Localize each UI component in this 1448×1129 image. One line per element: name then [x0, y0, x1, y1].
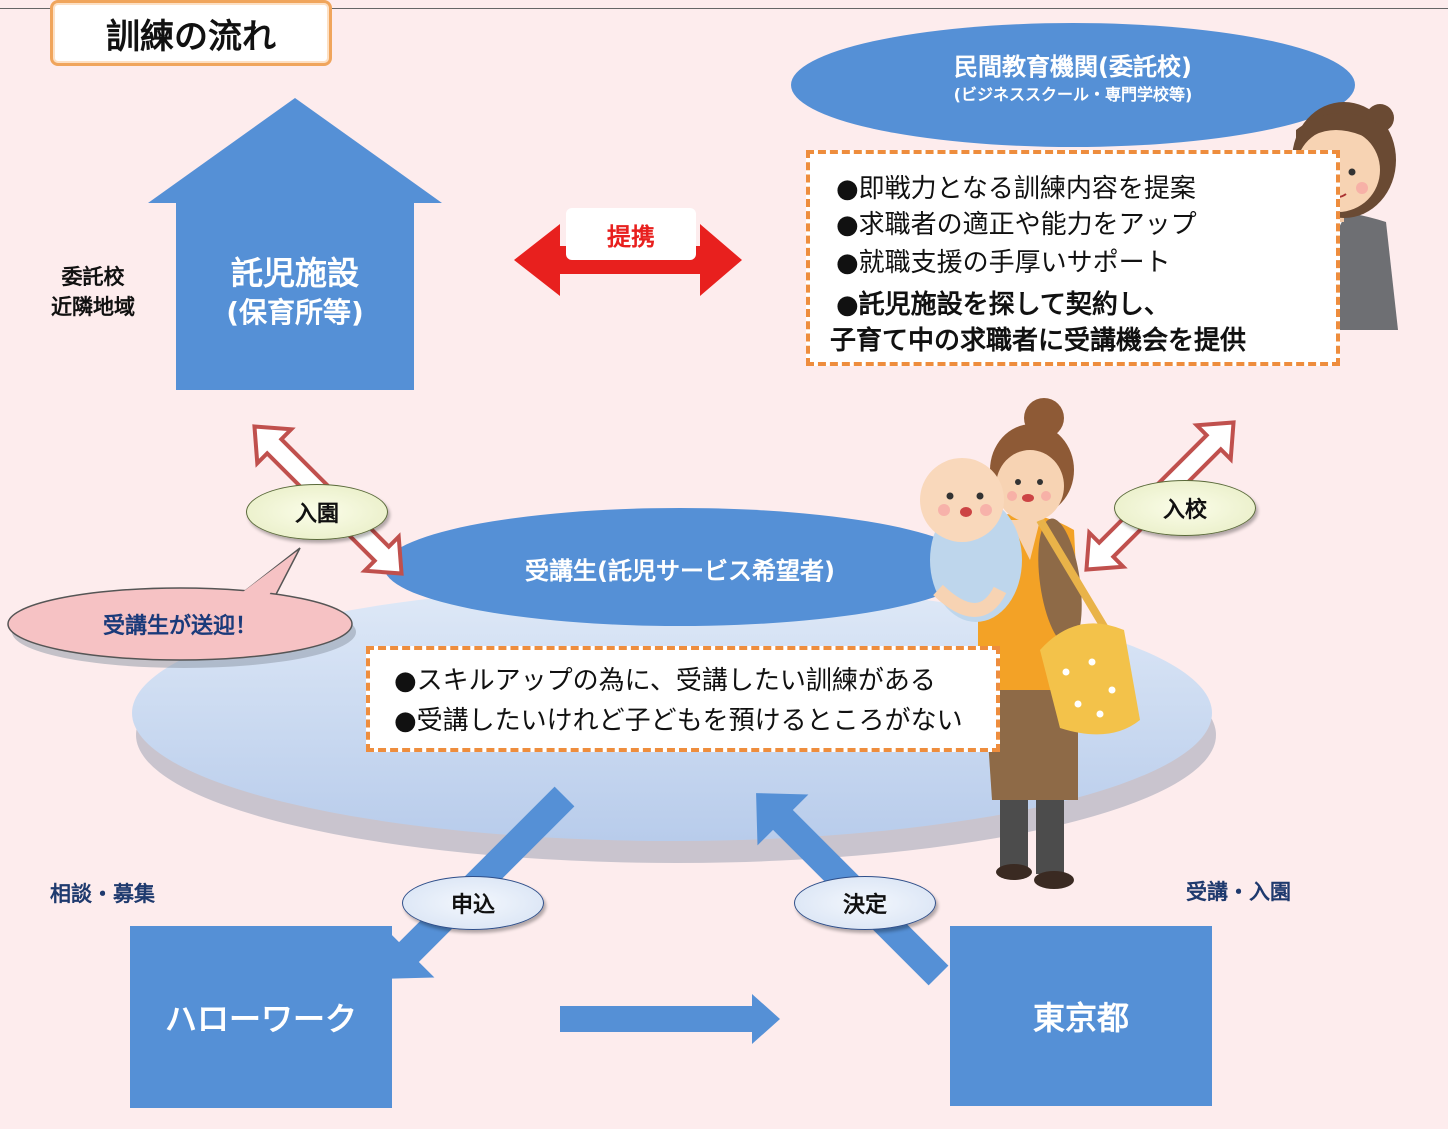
student-title: 受講生(託児サービス希望者) — [525, 556, 835, 585]
school-point-2: ●求職者の適正や能力をアップ — [836, 210, 1197, 240]
school-points-box: ●即戦力となる訓練内容を提案 ●求職者の適正や能力をアップ ●就職支援の手厚いサ… — [806, 150, 1340, 366]
side-label-left-line2: 近隣地域 — [51, 295, 135, 319]
student-ellipse — [384, 508, 976, 626]
school-ellipse — [791, 23, 1355, 147]
page-title: 訓練の流れ — [50, 0, 332, 66]
student-point-1: ●スキルアップの為に、受講したい訓練がある — [394, 666, 936, 696]
school-point-4: ●託児施設を探して契約し、 — [836, 290, 1170, 320]
partnership-arrow — [514, 224, 742, 296]
daycare-sublabel: (保育所等) — [226, 296, 364, 329]
attend-label: 受講・入園 — [1186, 880, 1291, 904]
mother-with-baby-figure — [920, 398, 1140, 889]
enroll-school-label: 入校 — [1114, 480, 1256, 536]
school-point-5: 子育て中の求職者に受講機会を提供 — [830, 326, 1247, 356]
hellowork-to-tokyo-arrow — [560, 994, 780, 1044]
enroll-daycare-label: 入園 — [246, 484, 388, 540]
side-label-left: 委託校 近隣地域 — [38, 262, 148, 322]
pickup-bubble-text: 受講生が送迎！ — [102, 614, 257, 639]
student-points-box: ●スキルアップの為に、受講したい訓練がある ●受講したいけれど子どもを預けるとこ… — [366, 646, 1000, 752]
decide-label: 決定 — [794, 876, 936, 930]
header-rule — [0, 8, 1448, 9]
school-title-group: 民間教育機関(委託校) (ビジネススクール・専門学校等) — [860, 50, 1286, 106]
side-label-left-line1: 委託校 — [61, 265, 125, 289]
student-point-2: ●受講したいけれど子どもを預けるところがない — [394, 706, 963, 736]
tokyo-box: 東京都 — [950, 926, 1212, 1106]
pickup-speech-bubble — [7, 547, 356, 668]
school-point-3: ●就職支援の手厚いサポート — [836, 248, 1171, 278]
daycare-label: 託児施設 — [230, 254, 359, 292]
school-title: 民間教育機関(委託校) — [954, 53, 1192, 81]
partnership-label: 提携 — [566, 208, 696, 260]
consult-label: 相談・募集 — [50, 882, 155, 906]
apply-label: 申込 — [402, 876, 544, 930]
daycare-house-shape — [148, 98, 442, 390]
daycare-house: 託児施設 (保育所等) — [176, 252, 414, 332]
school-point-1: ●即戦力となる訓練内容を提案 — [836, 174, 1196, 204]
hellowork-box: ハローワーク — [130, 926, 392, 1108]
school-subtitle: (ビジネススクール・専門学校等) — [953, 85, 1193, 104]
